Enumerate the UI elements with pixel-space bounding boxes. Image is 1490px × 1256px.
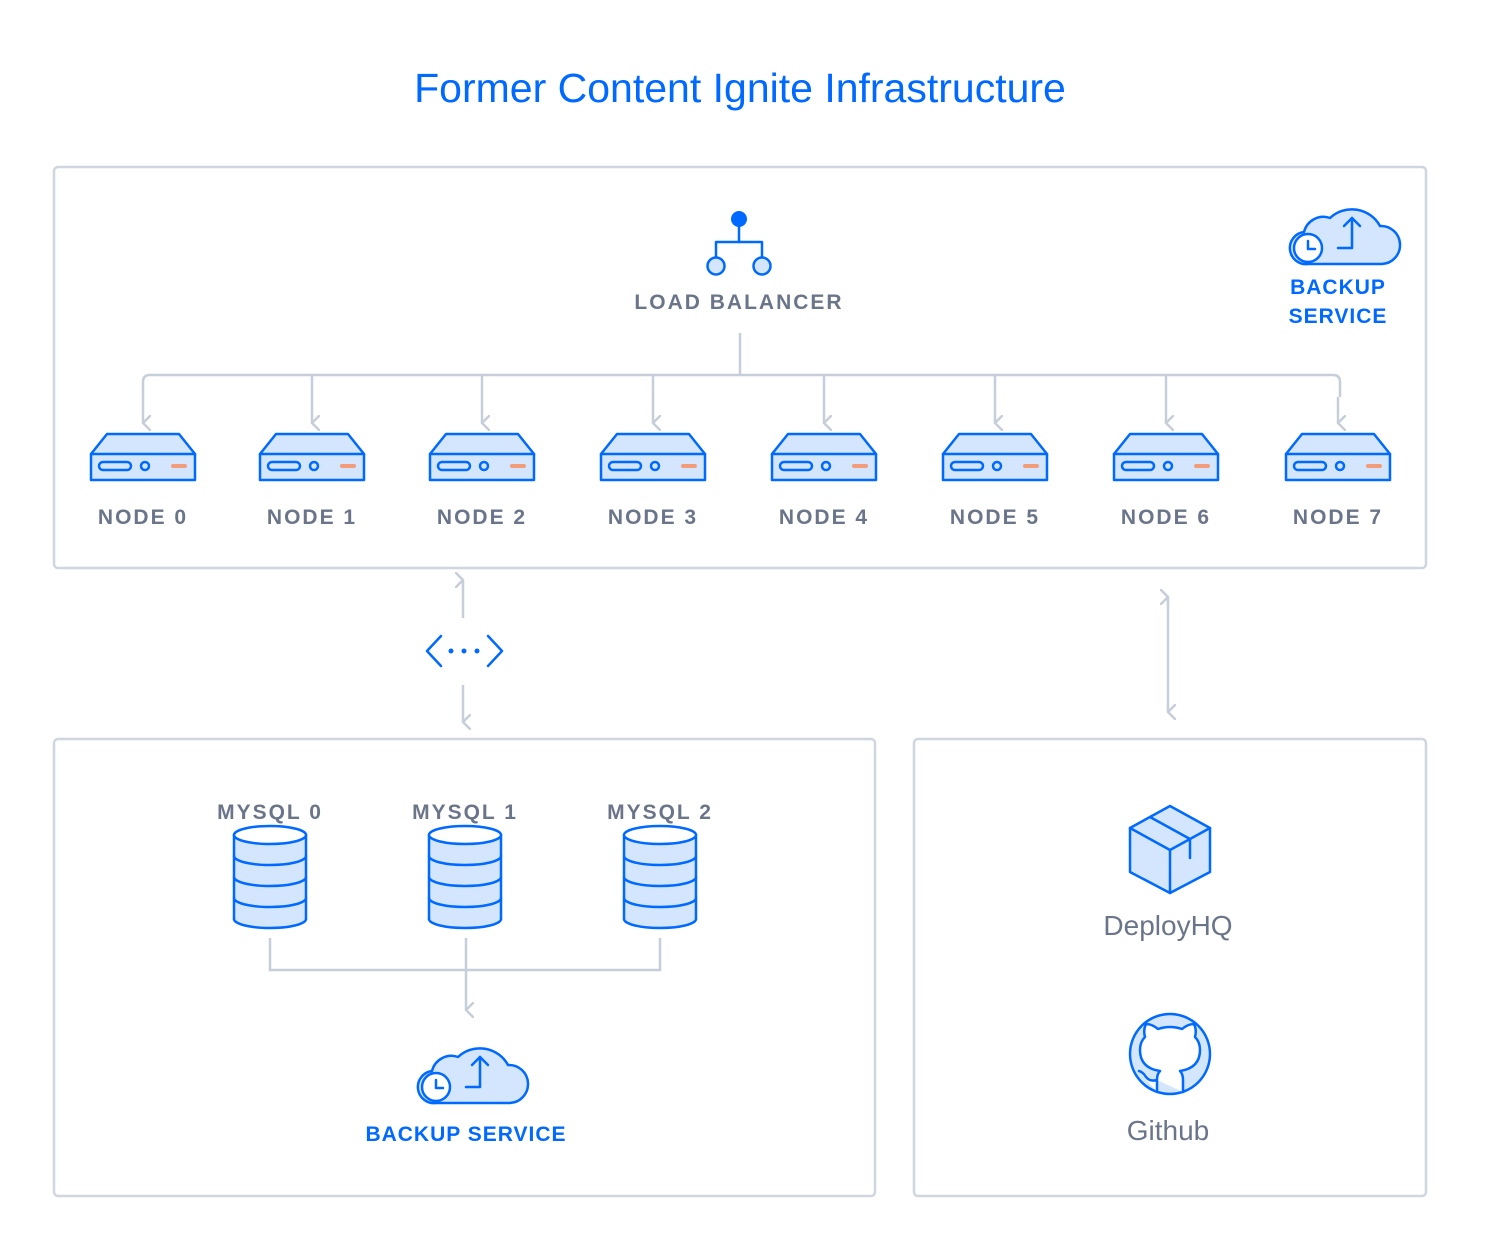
node-0: NODE 0 (89, 432, 197, 529)
node-1: NODE 1 (258, 432, 366, 529)
node-label: NODE 5 (950, 506, 1040, 529)
database-icon (232, 824, 308, 930)
node-label: NODE 6 (1121, 506, 1211, 529)
deployment-panel (912, 737, 1428, 1198)
app-cluster-panel (52, 165, 1428, 570)
node-label: NODE 4 (779, 506, 869, 529)
mysql-label: MYSQL 2 (607, 801, 713, 824)
mysql-1: MYSQL 1 (412, 801, 518, 930)
cloud-backup-icon (1288, 208, 1402, 266)
node-label: NODE 0 (98, 506, 188, 529)
db-backup-service-label: BACKUP SERVICE (365, 1123, 566, 1146)
node-4: NODE 4 (770, 432, 878, 529)
database-icon (427, 824, 503, 930)
load-balancer-icon (706, 211, 772, 276)
load-balancer-label: LOAD BALANCER (634, 291, 843, 314)
server-icon (89, 432, 197, 482)
server-icon (599, 432, 707, 482)
private-network-icon (425, 634, 504, 668)
server-icon (258, 432, 366, 482)
node-2: NODE 2 (428, 432, 536, 529)
database-group: MYSQL 0 MYSQL 1 MYSQL 2 (217, 801, 713, 930)
distribution-bus (141, 373, 1342, 397)
node-label: NODE 1 (267, 506, 357, 529)
database-icon (622, 824, 698, 930)
server-icon (428, 432, 536, 482)
backup-service-label-line2: SERVICE (1289, 305, 1388, 328)
server-icon (1112, 432, 1220, 482)
server-icon (941, 432, 1049, 482)
box-icon (1128, 804, 1212, 895)
node-5: NODE 5 (941, 432, 1049, 529)
node-arrows (141, 375, 1338, 423)
mysql-label: MYSQL 1 (412, 801, 518, 824)
database-panel (52, 737, 877, 1198)
node-label: NODE 2 (437, 506, 527, 529)
server-icon (1284, 432, 1392, 482)
cloud-backup-icon (416, 1047, 530, 1105)
server-icon (770, 432, 878, 482)
mysql-0: MYSQL 0 (217, 801, 323, 930)
github-icon (1128, 1012, 1212, 1096)
node-group: NODE 0 NODE 1 NODE 2 NODE 3 NODE 4 NODE 5 NODE… (89, 432, 1392, 529)
node-6: NODE 6 (1112, 432, 1220, 529)
node-label: NODE 3 (608, 506, 698, 529)
node-7: NODE 7 (1284, 432, 1392, 529)
node-label: NODE 7 (1293, 506, 1383, 529)
diagram-title: Former Content Ignite Infrastructure (414, 65, 1066, 111)
deployhq-label: DeployHQ (1103, 910, 1232, 941)
mysql-label: MYSQL 0 (217, 801, 323, 824)
mysql-2: MYSQL 2 (607, 801, 713, 930)
backup-service-label-line1: BACKUP (1290, 276, 1386, 299)
github-label: Github (1127, 1115, 1210, 1146)
node-3: NODE 3 (599, 432, 707, 529)
